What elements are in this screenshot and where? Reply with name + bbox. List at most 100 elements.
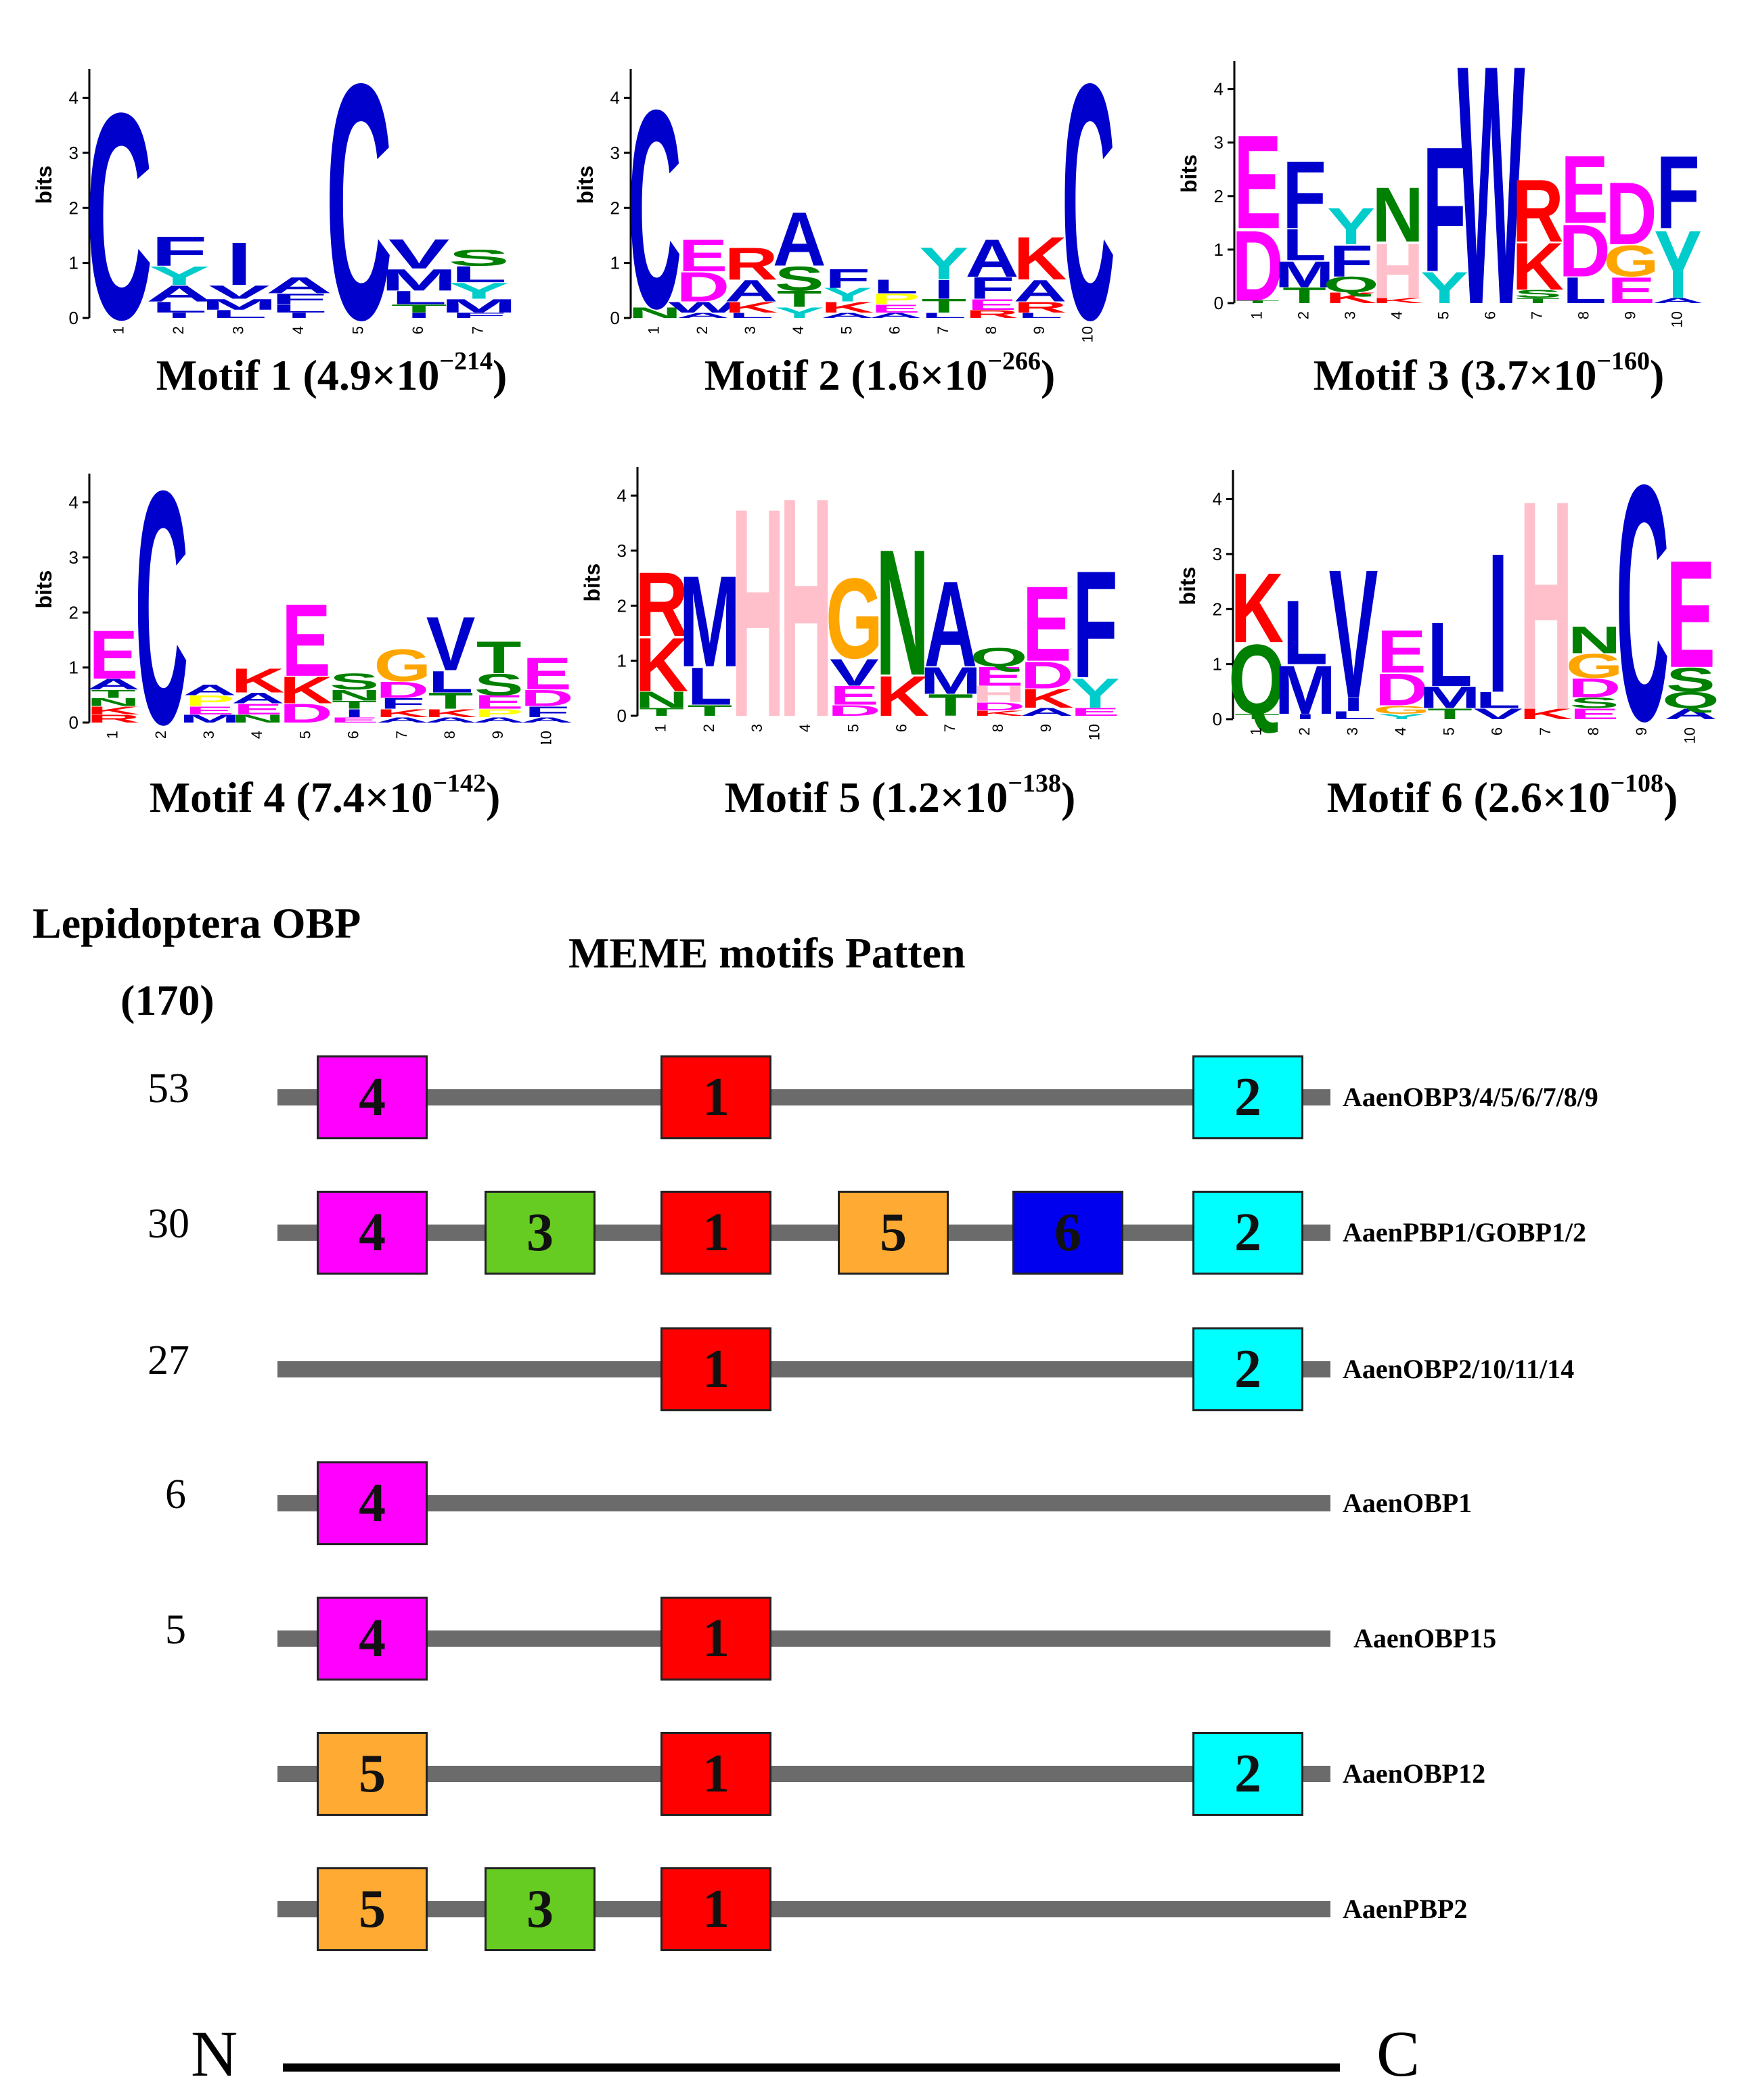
- protein-backbone: [277, 1089, 1330, 1105]
- logo-letter: S: [448, 245, 510, 271]
- motif-box-5: 5: [317, 1732, 428, 1816]
- logo-letter: Q: [1323, 272, 1378, 297]
- logo-letter: A: [146, 281, 212, 306]
- logo-letter: I: [1343, 693, 1364, 715]
- logo-letter: D: [1375, 664, 1429, 715]
- position-label: 4: [790, 326, 807, 334]
- y-tick-label: 1: [69, 253, 78, 273]
- position-label: 4: [290, 326, 307, 334]
- logo-letter: D: [1558, 209, 1610, 292]
- logo-letter: E: [1023, 564, 1072, 683]
- y-tick-label: 4: [69, 493, 78, 513]
- position-label: 5: [296, 731, 313, 739]
- logo-letter: L: [1282, 220, 1326, 270]
- logo-letter: E: [974, 662, 1024, 691]
- logo-letter: T: [687, 702, 732, 719]
- logo-letter: N: [231, 712, 285, 725]
- logo-letter: G: [374, 641, 431, 691]
- logo-letter: E: [1377, 618, 1427, 686]
- logo-letter: C: [326, 14, 392, 390]
- logo-letter: F: [524, 703, 570, 720]
- position-label: 2: [170, 326, 187, 334]
- logo-letter: M: [1274, 254, 1334, 295]
- logo-letter: Y: [1420, 262, 1468, 313]
- logo-letter: A: [966, 229, 1019, 288]
- position-label: 7: [941, 724, 958, 732]
- y-tick-label: 0: [69, 308, 78, 328]
- logo-letter: G: [1373, 703, 1431, 716]
- row-gene-label: AaenPBP2: [1343, 1894, 1468, 1924]
- position-label: 5: [1435, 311, 1452, 319]
- row-gene-label: AaenOBP1: [1343, 1488, 1473, 1518]
- logo-letter: E: [678, 230, 727, 281]
- logo-letter: E: [1234, 107, 1282, 257]
- motif-box-1: 1: [660, 1867, 771, 1951]
- motif-box-3: 3: [485, 1191, 596, 1275]
- motif-box-1: 1: [660, 1055, 771, 1139]
- position-label: 6: [893, 724, 910, 732]
- position-label: 3: [1342, 311, 1359, 319]
- logo-letter: I: [1487, 511, 1508, 734]
- logo-letter: L: [1427, 604, 1473, 706]
- row-gene-label: AaenOBP3/4/5/6/7/8/9: [1343, 1082, 1598, 1112]
- motif-box-4: 4: [317, 1597, 428, 1681]
- logo-letter: K: [1519, 706, 1573, 723]
- logo-letter: N: [635, 687, 688, 713]
- position-label: 3: [748, 724, 765, 732]
- logo-letter: E: [233, 700, 283, 717]
- logo-letter: T: [391, 302, 447, 315]
- logo-letter: T: [1516, 296, 1560, 304]
- position-label: 10: [537, 731, 554, 744]
- logo-letter: H: [972, 681, 1026, 707]
- logo-letter: E: [474, 691, 524, 713]
- position-label: 10: [1681, 727, 1698, 744]
- logo-letter: M: [679, 550, 740, 695]
- position-label: 4: [248, 731, 265, 739]
- logo-letter: H: [780, 433, 833, 744]
- logo-letter: I: [1295, 712, 1316, 721]
- position-label: 5: [838, 326, 855, 334]
- position-label: 1: [646, 326, 663, 334]
- motif-box-1: 1: [660, 1327, 771, 1411]
- logo-letter: N: [1568, 619, 1621, 662]
- logo-letter: A: [821, 311, 874, 320]
- y-tick-label: 3: [617, 541, 627, 561]
- logo-letter: M: [381, 263, 457, 297]
- y-tick-label: 3: [1213, 544, 1222, 564]
- logo-letter: I: [934, 275, 954, 304]
- logo-letter: A: [424, 716, 478, 725]
- logo-letter: I: [227, 230, 252, 298]
- logo-letter: K: [876, 664, 929, 729]
- group-count: 30: [148, 1201, 189, 1247]
- logo-letter: A: [87, 676, 140, 693]
- logo-letter: E: [968, 296, 1017, 313]
- position-label: 3: [200, 731, 217, 739]
- logo-letter: T: [332, 698, 377, 711]
- logo-letter: C: [86, 52, 152, 381]
- logo-letter: M: [201, 296, 277, 313]
- logo-letter: V: [1473, 706, 1523, 723]
- logo-letter: D: [828, 702, 881, 719]
- motif-box-1: 1: [660, 1191, 771, 1275]
- position-label: 6: [887, 326, 903, 334]
- logo-letter: M: [1274, 652, 1336, 729]
- logo-letter: P: [474, 706, 524, 719]
- logo-letter: N: [876, 513, 929, 714]
- position-label: 5: [350, 326, 367, 334]
- position-label: 1: [1249, 311, 1265, 319]
- logo-letter: K: [231, 662, 285, 700]
- n-terminal-label: N: [191, 2017, 238, 2090]
- protein-backbone: [277, 1630, 1330, 1647]
- logo-letter: S: [1570, 694, 1619, 711]
- logo-letter: K: [1512, 229, 1563, 304]
- position-label: 3: [742, 326, 759, 334]
- position-label: 6: [409, 326, 426, 334]
- logo-letter: R: [1014, 298, 1067, 315]
- motif-box-4: 4: [317, 1461, 428, 1545]
- position-label: 7: [935, 326, 951, 334]
- logo-letter: A: [231, 689, 285, 706]
- logo-letter: R: [966, 308, 1019, 321]
- row-gene-label: AaenPBP1/GOBP1/2: [1343, 1217, 1586, 1248]
